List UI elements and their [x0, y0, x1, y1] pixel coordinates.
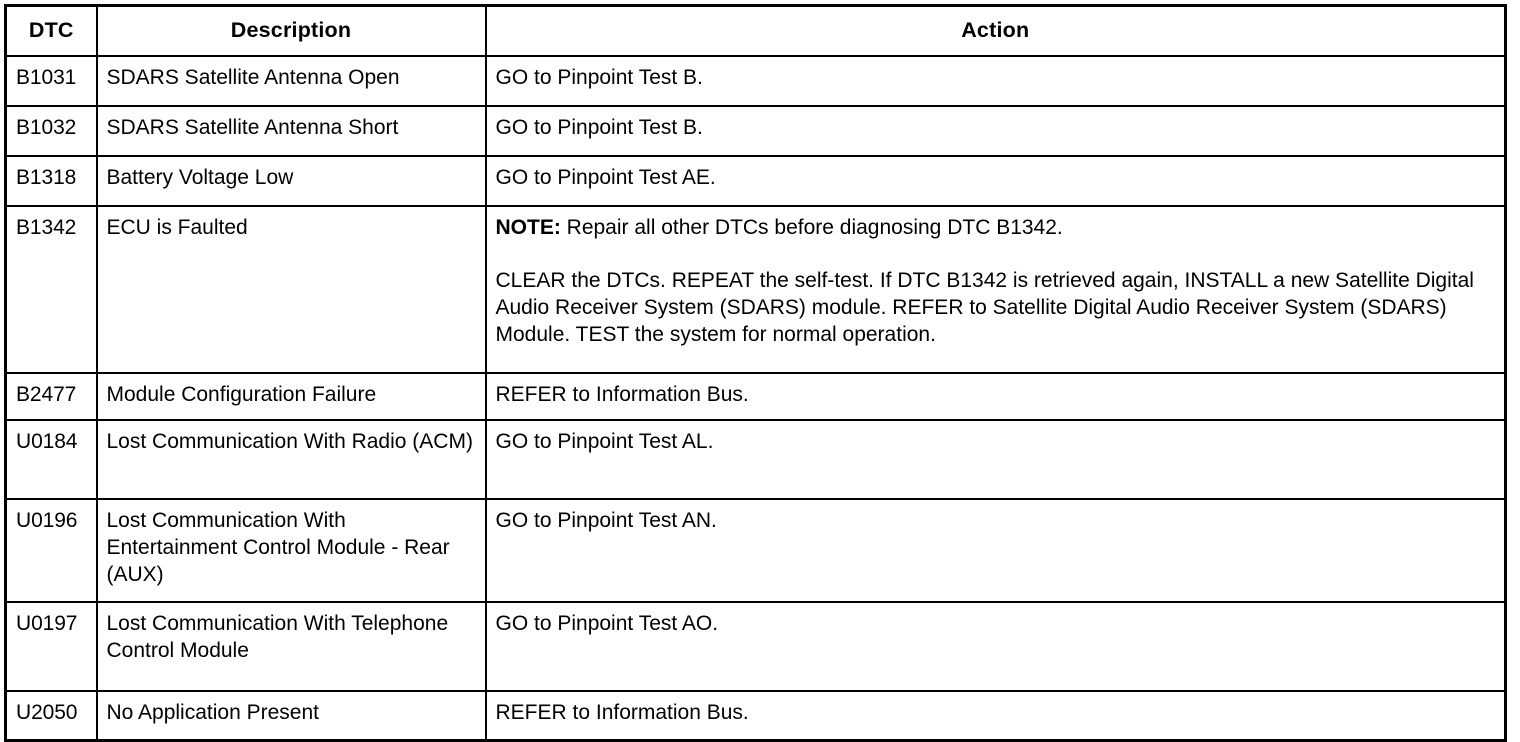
cell-action: GO to Pinpoint Test AL.	[484, 419, 1507, 500]
cell-description: Battery Voltage Low	[95, 155, 487, 207]
table-row: U0184 Lost Communication With Radio (ACM…	[4, 419, 1507, 500]
note-text: Repair all other DTCs before diagnosing …	[560, 216, 1063, 239]
cell-action: GO to Pinpoint Test B.	[484, 105, 1507, 157]
cell-action: REFER to Information Bus.	[484, 690, 1507, 742]
cell-dtc-code: B1342	[4, 205, 98, 374]
cell-action: GO to Pinpoint Test AN.	[484, 498, 1507, 603]
cell-dtc-code: B1318	[4, 155, 98, 207]
table-row: B1318 Battery Voltage Low GO to Pinpoint…	[4, 155, 1507, 207]
table-row: B2477 Module Configuration Failure REFER…	[4, 372, 1507, 421]
cell-dtc-code: U0184	[4, 419, 98, 500]
cell-description: Lost Communication With Entertainment Co…	[95, 498, 487, 603]
table-header: DTC Description Action	[4, 4, 1507, 57]
cell-dtc-code: B1032	[4, 105, 98, 157]
action-note-paragraph: NOTE: Repair all other DTCs before diagn…	[496, 214, 1496, 241]
note-label: NOTE:	[495, 216, 561, 239]
table-row: B1031 SDARS Satellite Antenna Open GO to…	[4, 55, 1507, 107]
cell-action: GO to Pinpoint Test AO.	[484, 601, 1507, 692]
cell-dtc-code: B2477	[4, 372, 98, 421]
cell-action: NOTE: Repair all other DTCs before diagn…	[484, 205, 1507, 374]
cell-dtc-code: B1031	[4, 55, 98, 107]
cell-action: GO to Pinpoint Test AE.	[484, 155, 1507, 207]
column-header-description: Description	[95, 4, 487, 57]
cell-dtc-code: U0196	[4, 498, 98, 603]
cell-description: SDARS Satellite Antenna Open	[95, 55, 487, 107]
column-header-action: Action	[484, 4, 1507, 57]
cell-description: Lost Communication With Telephone Contro…	[95, 601, 487, 692]
column-header-dtc: DTC	[4, 4, 98, 57]
cell-description: SDARS Satellite Antenna Short	[95, 105, 487, 157]
table-row: U0197 Lost Communication With Telephone …	[4, 601, 1507, 692]
header-row: DTC Description Action	[4, 4, 1507, 57]
table-row: B1032 SDARS Satellite Antenna Short GO t…	[4, 105, 1507, 157]
cell-action: REFER to Information Bus.	[484, 372, 1507, 421]
dtc-diagnostic-table: DTC Description Action B1031 SDARS Satel…	[4, 4, 1507, 742]
cell-dtc-code: U2050	[4, 690, 98, 742]
table-row: B1342 ECU is Faulted NOTE: Repair all ot…	[4, 205, 1507, 374]
action-body-paragraph: CLEAR the DTCs. REPEAT the self-test. If…	[495, 269, 1474, 346]
cell-description: Lost Communication With Radio (ACM)	[95, 419, 487, 500]
table-row: U0196 Lost Communication With Entertainm…	[4, 498, 1507, 603]
table-body: B1031 SDARS Satellite Antenna Open GO to…	[4, 55, 1507, 742]
cell-action: GO to Pinpoint Test B.	[484, 55, 1507, 107]
cell-description: ECU is Faulted	[95, 205, 487, 374]
table-row: U2050 No Application Present REFER to In…	[4, 690, 1507, 742]
cell-description: No Application Present	[95, 690, 487, 742]
cell-dtc-code: U0197	[4, 601, 98, 692]
cell-description: Module Configuration Failure	[95, 372, 487, 421]
